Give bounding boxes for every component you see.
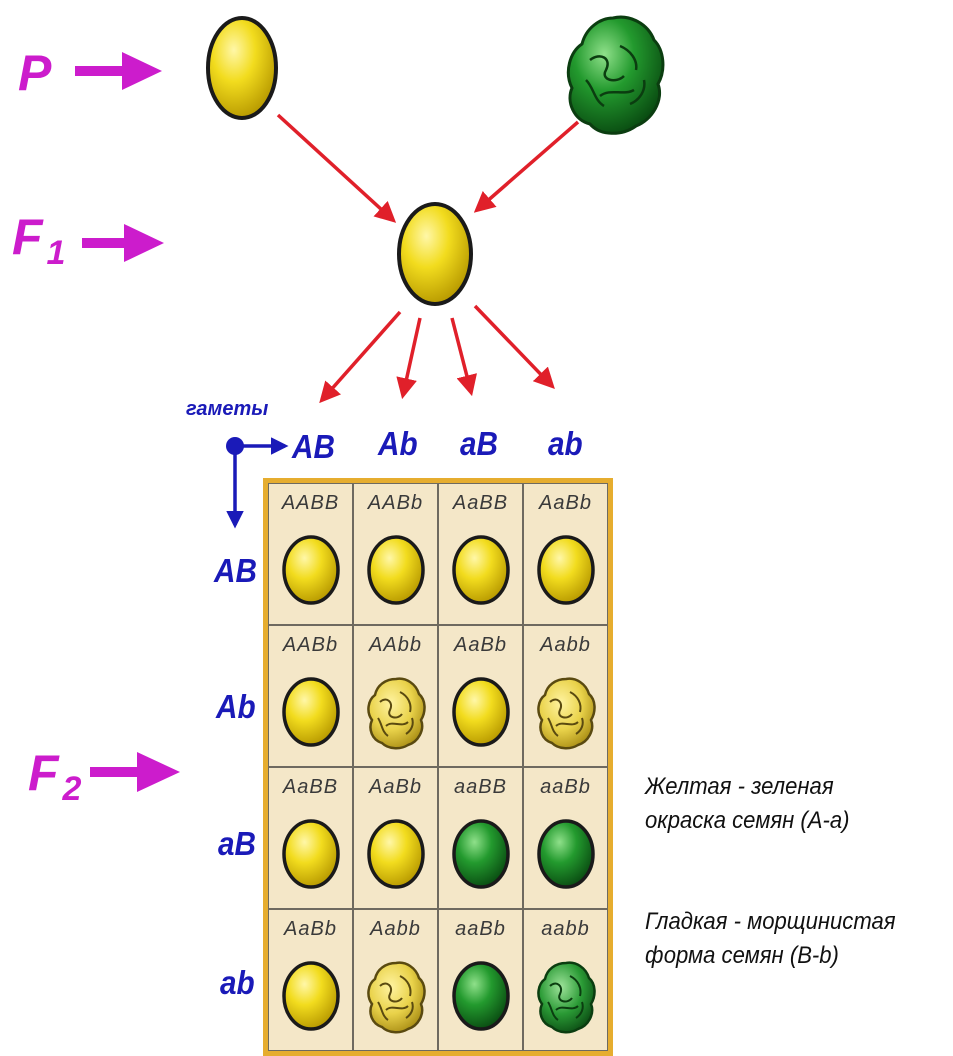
yellow-smooth-seed-icon bbox=[281, 819, 340, 889]
yellow-smooth-seed-icon bbox=[281, 961, 340, 1031]
column-gamete-2: Ab bbox=[378, 425, 418, 462]
p-arrow-icon bbox=[75, 52, 162, 90]
punnett-cell: AaBb bbox=[523, 483, 608, 625]
yellow-wrinkled-seed-icon bbox=[366, 961, 426, 1034]
genotype-label: Aabb bbox=[540, 634, 591, 656]
legend-color: Желтая - зеленая окраска семян (A-a) bbox=[645, 770, 930, 838]
genotype-label: AaBb bbox=[539, 492, 592, 514]
legend-shape-line-2: форма семян (B-b) bbox=[645, 942, 839, 969]
f2-letter: F bbox=[28, 745, 59, 801]
punnett-cell: Aabb bbox=[353, 909, 438, 1051]
yellow-smooth-seed-icon bbox=[366, 819, 425, 889]
green-wrinkled-seed-icon bbox=[536, 961, 596, 1034]
yellow-smooth-seed-icon bbox=[281, 535, 340, 605]
arrow-f1-to-gamete-ab1-icon bbox=[319, 310, 402, 404]
punnett-cell: aabb bbox=[523, 909, 608, 1051]
yellow-smooth-seed-icon bbox=[281, 677, 340, 747]
genotype-label: aaBB bbox=[454, 776, 507, 798]
green-smooth-seed-icon bbox=[536, 819, 595, 889]
arrow-f1-to-gamete-ab3-icon bbox=[450, 317, 477, 397]
genotype-label: aabb bbox=[541, 918, 590, 940]
legend-color-line-1: Желтая - зеленая bbox=[645, 773, 834, 800]
column-gamete-4: ab bbox=[548, 425, 583, 462]
genotype-label: aaBb bbox=[540, 776, 591, 798]
yellow-wrinkled-seed-icon bbox=[366, 677, 426, 750]
p-letter: P bbox=[18, 45, 52, 101]
punnett-cell: AABb bbox=[268, 625, 353, 767]
f1-arrow-icon bbox=[82, 224, 164, 262]
yellow-smooth-seed-icon bbox=[366, 535, 425, 605]
punnett-cell: AaBB bbox=[438, 483, 523, 625]
genotype-label: AABB bbox=[281, 492, 340, 514]
punnett-cell: aaBB bbox=[438, 767, 523, 909]
punnett-cell: AaBB bbox=[268, 767, 353, 909]
arrow-f1-to-gamete-ab2-icon bbox=[396, 317, 422, 400]
genotype-label: AaBb bbox=[369, 776, 422, 798]
arrow-f1-to-gamete-ab4-icon bbox=[473, 304, 555, 390]
yellow-smooth-seed-icon bbox=[451, 677, 510, 747]
green-smooth-seed-icon bbox=[451, 819, 510, 889]
f1-yellow-smooth-seed bbox=[397, 202, 473, 306]
row-gamete-3: aB bbox=[218, 825, 256, 862]
parent-green-wrinkled-seed bbox=[566, 15, 665, 135]
genotype-label: AaBb bbox=[454, 634, 507, 656]
arrow-p-green-to-f1-icon bbox=[473, 120, 580, 213]
f2-subscript: 2 bbox=[62, 770, 82, 808]
genotype-label: AABb bbox=[282, 634, 339, 656]
genotype-label: AAbb bbox=[369, 634, 422, 656]
genotype-label: AaBb bbox=[284, 918, 337, 940]
legend-shape: Гладкая - морщинистая форма семян (B-b) bbox=[645, 905, 930, 973]
punnett-cell: Aabb bbox=[523, 625, 608, 767]
legend-shape-line-1: Гладкая - морщинистая bbox=[645, 908, 896, 935]
genotype-label: AaBB bbox=[282, 776, 339, 798]
generation-arrows bbox=[75, 52, 180, 792]
punnett-cell: AABB bbox=[268, 483, 353, 625]
row-gamete-4: ab bbox=[220, 964, 255, 1001]
column-gamete-1: AB bbox=[292, 428, 335, 465]
punnett-cell: AaBb bbox=[268, 909, 353, 1051]
row-gamete-2: Ab bbox=[216, 688, 256, 725]
punnett-cell: AAbb bbox=[353, 625, 438, 767]
generation-p-label: P bbox=[18, 48, 51, 98]
punnett-cell: AABb bbox=[353, 483, 438, 625]
punnett-cell: AaBb bbox=[438, 625, 523, 767]
parent-yellow-smooth-seed bbox=[206, 16, 278, 120]
yellow-smooth-seed-icon bbox=[451, 535, 510, 605]
row-gamete-1: AB bbox=[214, 552, 257, 589]
punnett-cell: aaBb bbox=[523, 767, 608, 909]
yellow-smooth-seed-icon bbox=[536, 535, 595, 605]
column-gamete-3: aB bbox=[460, 425, 498, 462]
f2-arrow-icon bbox=[90, 752, 180, 792]
cross-arrows bbox=[276, 113, 580, 404]
genotype-label: aaBb bbox=[455, 918, 506, 940]
punnett-cell: AaBb bbox=[353, 767, 438, 909]
genotype-label: Aabb bbox=[370, 918, 421, 940]
gametes-axis-icon bbox=[226, 437, 289, 529]
green-smooth-seed-icon bbox=[451, 961, 510, 1031]
f1-subscript: 1 bbox=[46, 234, 66, 272]
legend-color-line-2: окраска семян (A-a) bbox=[645, 807, 850, 834]
yellow-wrinkled-seed-icon bbox=[536, 677, 596, 750]
genotype-label: AABb bbox=[367, 492, 424, 514]
gametes-label: гаметы bbox=[186, 398, 269, 420]
punnett-cell: aaBb bbox=[438, 909, 523, 1051]
genotype-label: AaBB bbox=[452, 492, 509, 514]
arrow-p-yellow-to-f1-icon bbox=[276, 113, 397, 223]
f1-letter: F bbox=[12, 209, 43, 265]
